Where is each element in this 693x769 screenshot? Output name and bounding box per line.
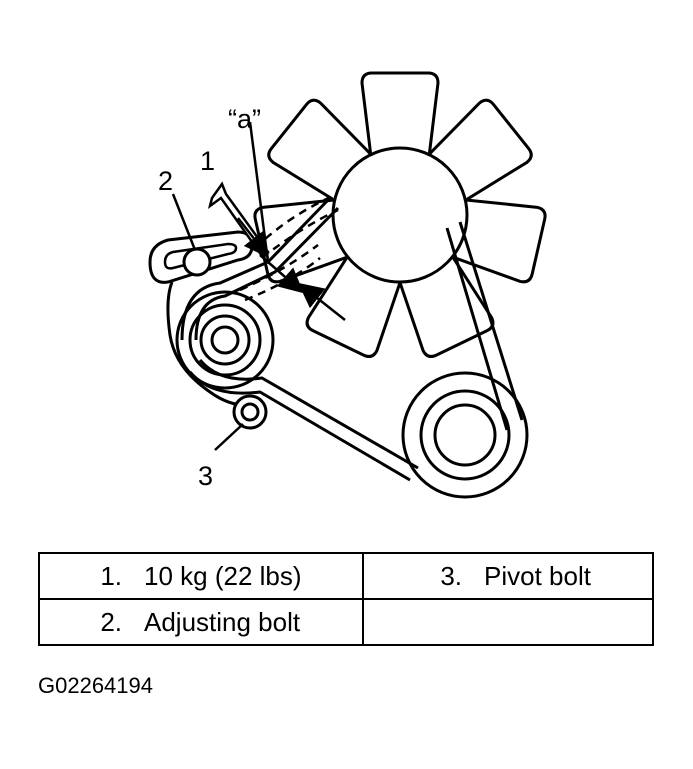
fan-blade: [360, 71, 440, 167]
callout-2-label: 2: [158, 166, 173, 196]
legend-number: 2.: [100, 606, 122, 637]
crankshaft-pulley: [401, 371, 529, 499]
pivot-bolt: [232, 394, 268, 430]
adjusting-bolt: [182, 247, 212, 277]
legend-row: 1. 10 kg (22 lbs) 3. Pivot bolt: [38, 552, 654, 600]
push-arrow-tip: [237, 217, 270, 258]
figure-code: G02264194: [38, 673, 153, 698]
legend-number: 3.: [440, 560, 462, 591]
legend-cell: 3. Pivot bolt: [362, 552, 654, 600]
leader-lines: [171, 193, 244, 451]
callout-3-label: 3: [198, 461, 213, 491]
legend-text: Adjusting bolt: [144, 606, 301, 637]
callout-1-label: 1: [200, 146, 215, 176]
cooling-fan: [253, 71, 547, 358]
alternator-body: [166, 281, 256, 407]
legend-table: 1. 10 kg (22 lbs) 3. Pivot bolt 2. Adjustin…: [38, 552, 654, 646]
legend-cell: 2. Adjusting bolt: [38, 598, 364, 646]
drive-belt: [180, 196, 524, 482]
legend-cell: [362, 598, 654, 646]
fan-hub: [331, 146, 469, 284]
legend-number: 1.: [100, 560, 122, 591]
belt-tension-diagram: “a” 1 2 3: [148, 71, 547, 499]
legend-row: 2. Adjusting bolt: [38, 598, 654, 646]
legend-text: Pivot bolt: [484, 560, 591, 591]
legend-cell: 1. 10 kg (22 lbs): [38, 552, 364, 600]
legend-text: 10 kg (22 lbs): [144, 560, 302, 591]
callout-a-label: “a”: [228, 104, 261, 134]
